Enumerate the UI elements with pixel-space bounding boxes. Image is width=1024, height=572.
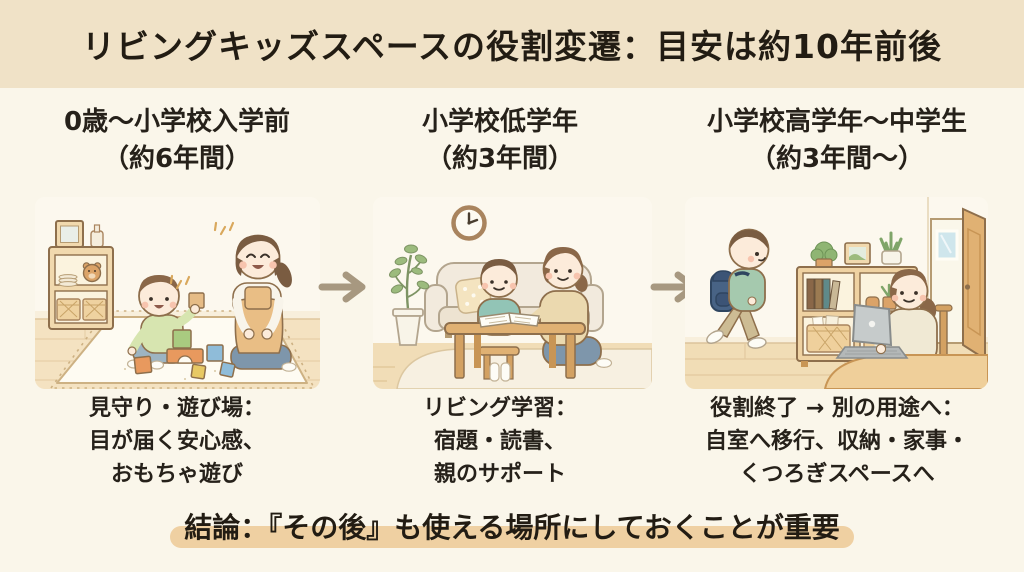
stage2-caption: リビング学習： 宿題・読書、 親のサポート (350, 392, 650, 491)
toy-shelf (48, 220, 114, 330)
storage-baskets (56, 298, 107, 321)
stage1-caption-line1: 見守り・遊び場： (88, 396, 265, 421)
open-door (930, 207, 986, 361)
sparkle-marks (213, 221, 235, 236)
stool (478, 346, 520, 356)
laptop-mother (823, 269, 988, 389)
conclusion-text: 結論：『その後』も使える場所にしておくことが重要 (170, 506, 855, 548)
stage3-caption-line3: くつろぎスペースへ (739, 462, 935, 487)
picture-frame (844, 242, 871, 265)
stage3-caption: 役割終了 → 別の用途へ： 自室へ移行、収納・家事・ くつろぎスペースへ (660, 392, 1014, 491)
title-bar: リビングキッズスペースの役割変遷：目安は約10年前後 (0, 0, 1024, 88)
stage2-heading-line2: （約3年間） (425, 144, 575, 174)
stage2-heading-line1: 小学校低学年 (421, 107, 578, 137)
succulent-plant (879, 231, 903, 265)
walking-boy (706, 228, 770, 349)
ponytail (276, 262, 292, 288)
moving-on-scene-illustration (685, 197, 988, 389)
door-knob (964, 284, 971, 290)
area-rug (396, 348, 652, 389)
stage1-caption: 見守り・遊び場： 目が届く安心感、 おもちゃ遊び (22, 392, 332, 491)
stage1-heading: 0歳〜小学校入学前 （約6年間） (22, 104, 332, 178)
conclusion-banner: 結論：『その後』も使える場所にしておくことが重要 (0, 506, 1024, 548)
mother-figure (213, 221, 297, 372)
wall-clock (451, 205, 487, 241)
stage2-caption-line3: 親のサポート (433, 462, 566, 487)
stage3-caption-line2: 自室へ移行、収納・家事・ (704, 429, 969, 454)
arrow-icon (318, 271, 366, 303)
plate-stack (58, 274, 78, 287)
open-notebook (478, 312, 540, 328)
stage2-caption-line1: リビング学習： (422, 396, 577, 421)
stage2-heading: 小学校低学年 （約3年間） (350, 104, 650, 178)
stage3-caption-line1: 役割終了 → 別の用途へ： (710, 396, 964, 421)
vase (90, 230, 104, 248)
sparkle-marks (169, 274, 191, 290)
stage1-heading-line1: 0歳〜小学校入学前 (63, 107, 291, 137)
study-scene-illustration (373, 197, 652, 389)
stage2-caption-line2: 宿題・読書、 (433, 429, 566, 454)
potted-plant (389, 244, 430, 346)
stage2-illustration (373, 197, 652, 389)
page-title: リビングキッズスペースの役割変遷：目安は約10年前後 (82, 27, 942, 66)
stage3-heading-line2: （約3年間〜） (749, 144, 925, 174)
stage3-heading: 小学校高学年〜中学生 （約3年間〜） (672, 104, 1002, 178)
round-plant (810, 241, 838, 269)
low-table (444, 312, 586, 379)
teddy-bear (82, 262, 102, 283)
books (806, 278, 841, 310)
stage3-heading-line1: 小学校高学年〜中学生 (706, 107, 967, 137)
stage3-illustration (685, 197, 988, 389)
round-table (823, 354, 988, 389)
toy-blocks (133, 329, 236, 380)
stage1-caption-line3: おもちゃ遊び (110, 462, 243, 487)
play-scene-illustration (35, 197, 320, 389)
stage1-heading-line2: （約6年間） (102, 144, 252, 174)
stage1-caption-line2: 目が届く安心感、 (88, 429, 265, 454)
stage1-illustration (35, 197, 320, 389)
